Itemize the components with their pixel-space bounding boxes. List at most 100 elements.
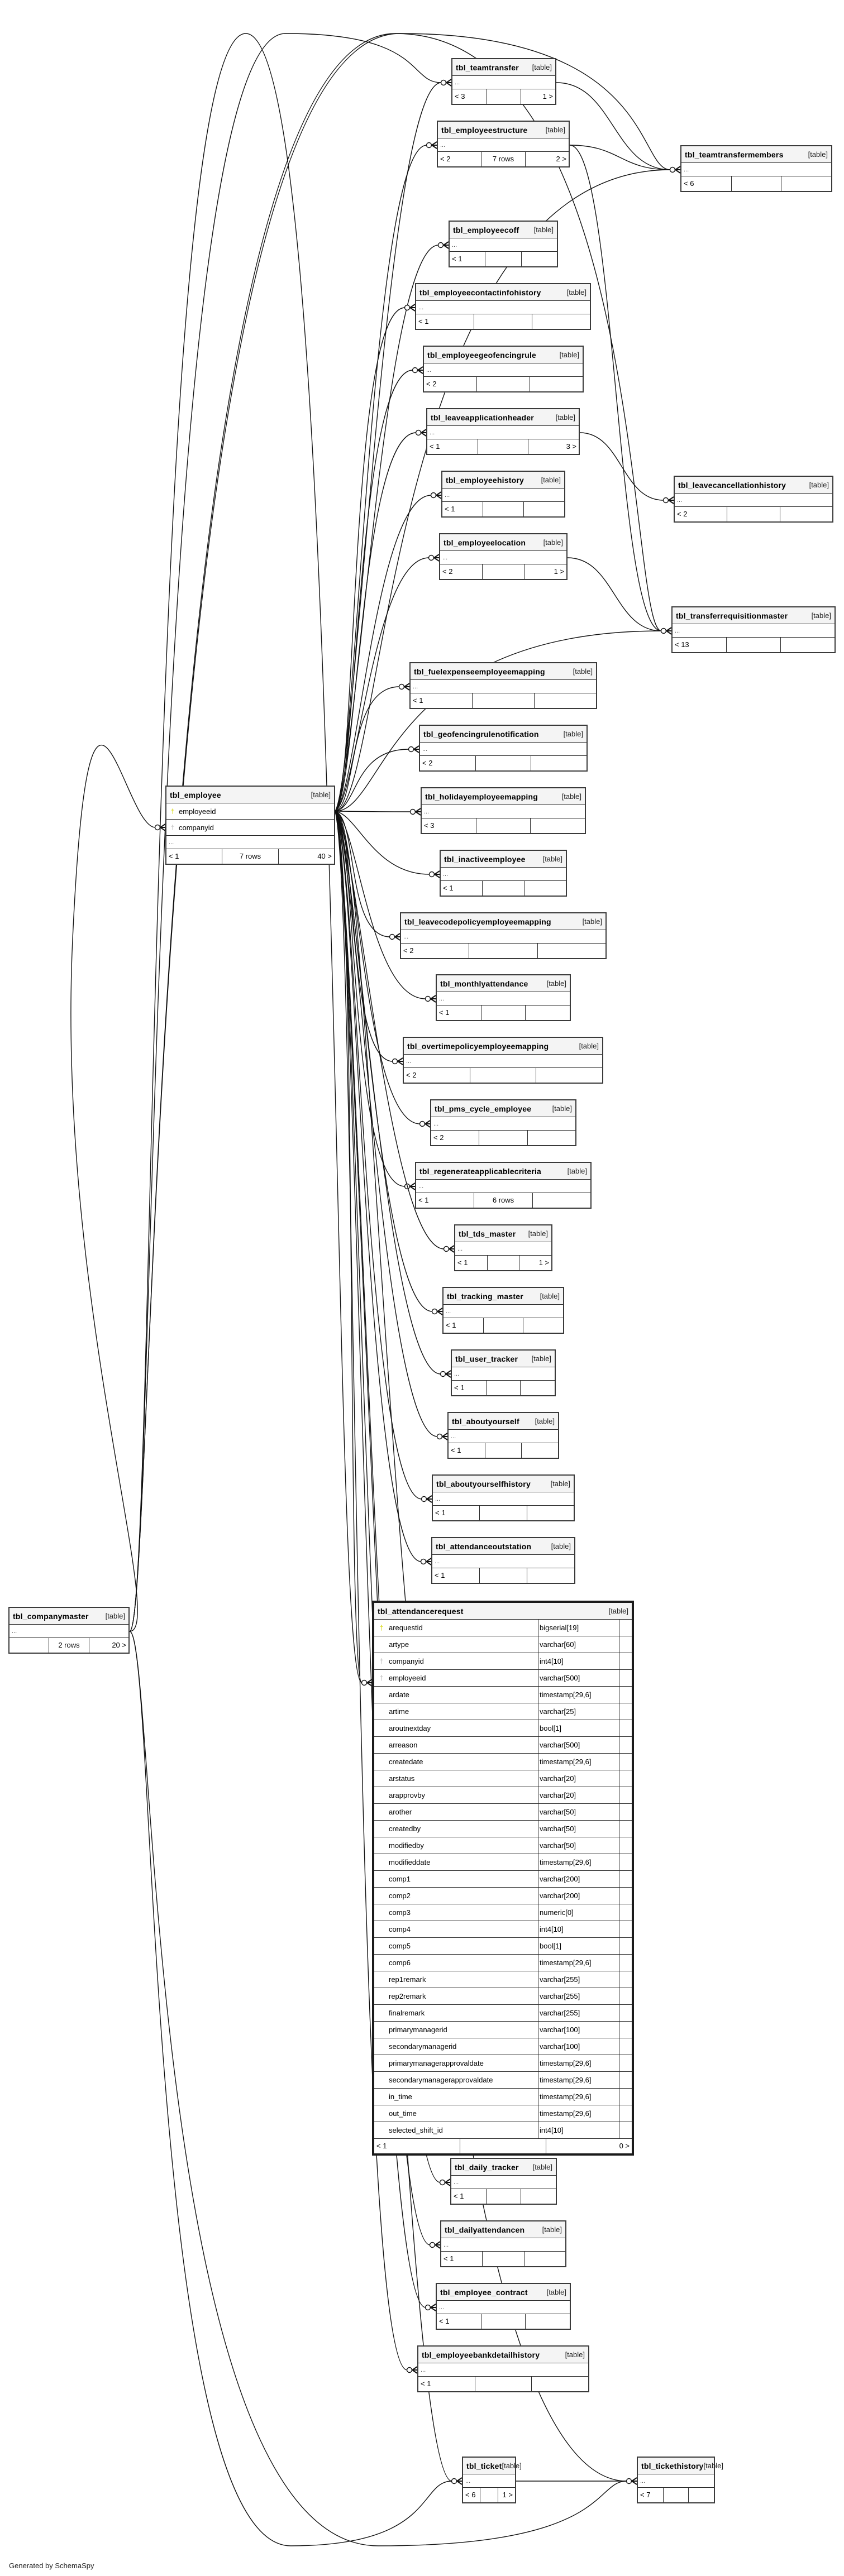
parent-count[interactable]: < 1 — [455, 1256, 488, 1270]
table-name[interactable]: tbl_leavecancellationhistory — [678, 480, 786, 490]
parent-count[interactable]: < 1 — [451, 2189, 487, 2204]
table-tbl-leavecancellationhistory[interactable]: tbl_leavecancellationhistory[table]...< … — [674, 476, 833, 523]
table-name[interactable]: tbl_employeestructure — [441, 125, 528, 135]
child-count[interactable]: 1 > — [542, 92, 554, 100]
table-tbl-employeecontactinfohistory[interactable]: tbl_employeecontactinfohistory[table]...… — [415, 283, 591, 330]
child-count[interactable]: 2 > — [556, 155, 566, 163]
column-row[interactable]: †companyid — [166, 820, 334, 836]
child-count[interactable] — [536, 1068, 602, 1083]
table-name[interactable]: tbl_teamtransfermembers — [685, 150, 784, 159]
more-columns-ellipsis[interactable]: ... — [404, 1055, 602, 1068]
table-name[interactable]: tbl_employeelocation — [444, 538, 526, 547]
parent-count[interactable]: < 1 — [166, 849, 223, 864]
more-columns-ellipsis[interactable]: ... — [411, 680, 596, 693]
table-tbl-employeebankdetailhistory[interactable]: tbl_employeebankdetailhistory[table]...<… — [417, 2345, 589, 2392]
table-tbl-inactiveemployee[interactable]: tbl_inactiveemployee[table]...< 1 — [440, 850, 567, 897]
table-name[interactable]: tbl_ticket — [466, 2461, 502, 2470]
more-columns-ellipsis[interactable]: ... — [440, 551, 566, 564]
table-tbl-tickethistory[interactable]: tbl_tickethistory[table]...< 7 — [637, 2457, 723, 2503]
table-name[interactable]: tbl_tracking_master — [447, 1291, 523, 1301]
table-name[interactable]: tbl_aboutyourselfhistory — [436, 1479, 531, 1488]
child-count[interactable]: 40 > — [317, 852, 332, 860]
table-name[interactable]: tbl_leavecodepolicyemployeemapping — [404, 917, 551, 926]
parent-count[interactable]: < 1 — [437, 1005, 481, 1020]
more-columns-ellipsis[interactable]: ... — [427, 426, 579, 439]
parent-count[interactable]: < 1 — [374, 2139, 460, 2153]
parent-count[interactable]: < 1 — [427, 439, 478, 454]
parent-count[interactable]: < 1 — [416, 1193, 475, 1208]
parent-count[interactable]: < 2 — [431, 1131, 480, 1145]
table-name[interactable]: tbl_employeecoff — [453, 225, 519, 234]
table-tbl-user-tracker[interactable]: tbl_user_tracker[table]...< 1 — [451, 1349, 556, 1396]
table-tbl-pms-cycle-employee[interactable]: tbl_pms_cycle_employee[table]...< 2 — [430, 1099, 576, 1146]
more-columns-ellipsis[interactable]: ... — [673, 624, 835, 638]
more-columns-ellipsis[interactable]: ... — [638, 2474, 714, 2488]
table-name[interactable]: tbl_aboutyourself — [452, 1416, 519, 1426]
child-count[interactable] — [532, 2377, 588, 2391]
more-columns-ellipsis[interactable]: ... — [422, 805, 585, 818]
parent-count[interactable]: < 1 — [442, 502, 483, 516]
more-columns-ellipsis[interactable]: ... — [437, 992, 570, 1005]
child-count[interactable] — [527, 1506, 574, 1520]
parent-count[interactable]: < 1 — [433, 1506, 480, 1520]
table-tbl-transferrequisitionmaster[interactable]: tbl_transferrequisitionmaster[table]...<… — [671, 606, 836, 653]
table-name[interactable]: tbl_regenerateapplicablecriteria — [419, 1166, 542, 1176]
table-name[interactable]: tbl_employeegeofencingrule — [427, 350, 537, 360]
table-tbl-geofencingrulenotification[interactable]: tbl_geofencingrulenotification[table]...… — [419, 725, 588, 772]
parent-count[interactable]: < 1 — [418, 2377, 475, 2391]
table-name[interactable]: tbl_attendanceoutstation — [436, 1541, 532, 1551]
table-tbl-leavecodepolicyemployeemapping[interactable]: tbl_leavecodepolicyemployeemapping[table… — [400, 912, 607, 959]
child-count[interactable] — [780, 507, 832, 521]
table-name[interactable]: tbl_dailyattendancen — [445, 2225, 525, 2234]
parent-count[interactable]: < 2 — [420, 756, 476, 770]
child-count[interactable] — [528, 1131, 575, 1145]
child-count[interactable]: 1 > — [502, 2491, 513, 2499]
table-tbl-aboutyourselfhistory[interactable]: tbl_aboutyourselfhistory[table]...< 1 — [432, 1474, 575, 1521]
table-tbl-attendanceoutstation[interactable]: tbl_attendanceoutstation[table]...< 1 — [431, 1537, 575, 1584]
table-name[interactable]: tbl_inactiveemployee — [444, 854, 526, 864]
child-count[interactable] — [522, 1443, 558, 1458]
child-count[interactable] — [538, 944, 605, 958]
more-columns-ellipsis[interactable]: ... — [675, 494, 832, 507]
parent-count[interactable]: < 1 — [449, 1443, 485, 1458]
child-count[interactable]: 3 > — [566, 442, 577, 451]
child-count[interactable] — [523, 1318, 563, 1333]
table-tbl-tracking-master[interactable]: tbl_tracking_master[table]...< 1 — [442, 1287, 564, 1334]
parent-count[interactable]: < 6 — [681, 176, 732, 191]
more-columns-ellipsis[interactable]: ... — [444, 1305, 563, 1318]
child-count[interactable] — [531, 756, 586, 770]
parent-count[interactable]: < 3 — [452, 89, 487, 104]
more-columns-ellipsis[interactable]: ... — [442, 489, 564, 502]
child-count[interactable] — [526, 2314, 570, 2329]
table-name[interactable]: tbl_employee — [170, 790, 221, 799]
table-tbl-monthlyattendance[interactable]: tbl_monthlyattendance[table]...< 1 — [436, 974, 571, 1021]
parent-count[interactable]: < 6 — [463, 2488, 481, 2502]
more-columns-ellipsis[interactable]: ... — [420, 743, 586, 756]
more-columns-ellipsis[interactable]: ... — [452, 76, 555, 89]
more-columns-ellipsis[interactable]: ... — [441, 2238, 565, 2252]
child-count[interactable] — [522, 252, 557, 266]
more-columns-ellipsis[interactable]: ... — [416, 301, 590, 314]
table-name[interactable]: tbl_transferrequisitionmaster — [676, 611, 788, 620]
table-tbl-employee[interactable]: tbl_employee[table]†employeeid†companyid… — [165, 786, 335, 865]
child-count[interactable] — [781, 176, 831, 191]
table-name[interactable]: tbl_fuelexpenseemployeemapping — [414, 667, 545, 676]
more-columns-ellipsis[interactable]: ... — [416, 1180, 590, 1193]
